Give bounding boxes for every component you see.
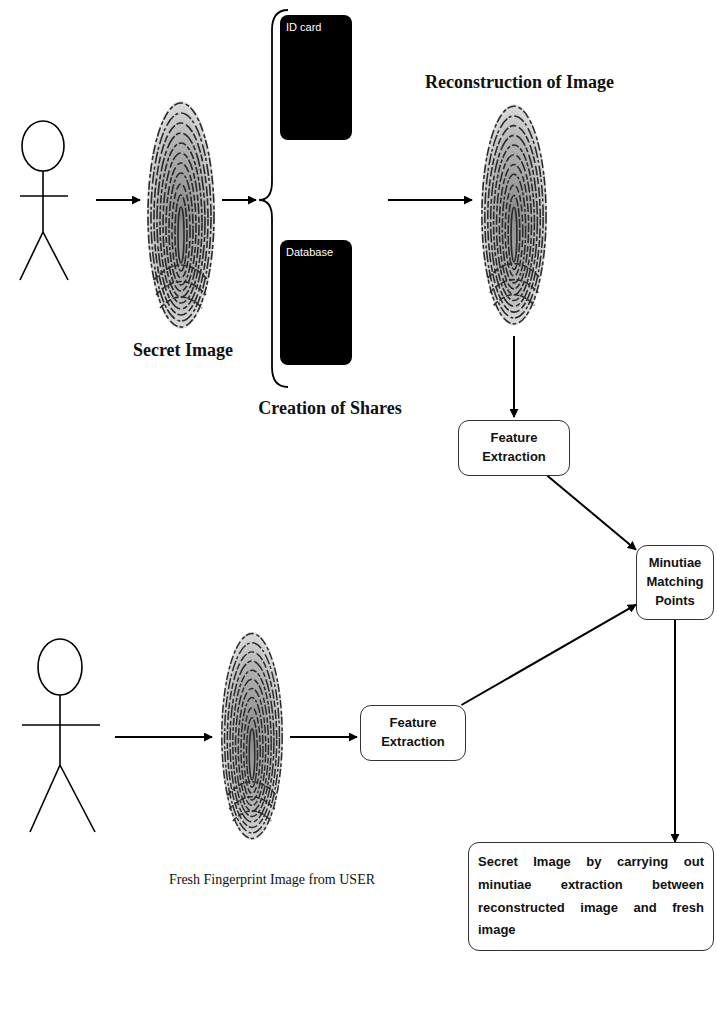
process-box: Feature Extraction xyxy=(360,705,466,761)
user-figure xyxy=(20,121,68,280)
flow-arrow xyxy=(115,736,212,738)
flow-arrow xyxy=(461,605,636,705)
flow-arrow xyxy=(388,199,472,201)
process-box: Minutiae Matching Points xyxy=(636,545,714,620)
share-card: ID card xyxy=(280,15,352,140)
image-caption: Secret Image xyxy=(133,340,233,361)
user-figure xyxy=(22,639,100,832)
flow-arrow xyxy=(222,199,256,201)
fingerprint-image xyxy=(147,101,215,329)
node-text: Secret Image by carrying out minutiae ex… xyxy=(478,851,704,942)
process-box: Feature Extraction xyxy=(458,420,570,476)
node-text: ID card xyxy=(286,21,346,33)
image-caption: Reconstruction of Image xyxy=(425,72,614,93)
result-box: Secret Image by carrying out minutiae ex… xyxy=(468,842,714,951)
share-card: Database xyxy=(280,240,352,365)
flow-arrow xyxy=(547,476,636,550)
flow-arrow xyxy=(513,336,515,417)
node-text: Database xyxy=(286,246,346,258)
fingerprint-image xyxy=(481,104,547,325)
flow-arrow xyxy=(674,620,676,842)
node-text: Feature Extraction xyxy=(465,429,563,467)
flow-arrow xyxy=(96,199,140,201)
node-text: Minutiae Matching Points xyxy=(643,554,707,611)
image-caption: Fresh Fingerprint Image from USER xyxy=(169,872,375,888)
image-caption: Creation of Shares xyxy=(258,398,401,419)
flow-arrow xyxy=(290,736,357,738)
node-text: Feature Extraction xyxy=(367,714,459,752)
fingerprint-image xyxy=(221,632,283,840)
